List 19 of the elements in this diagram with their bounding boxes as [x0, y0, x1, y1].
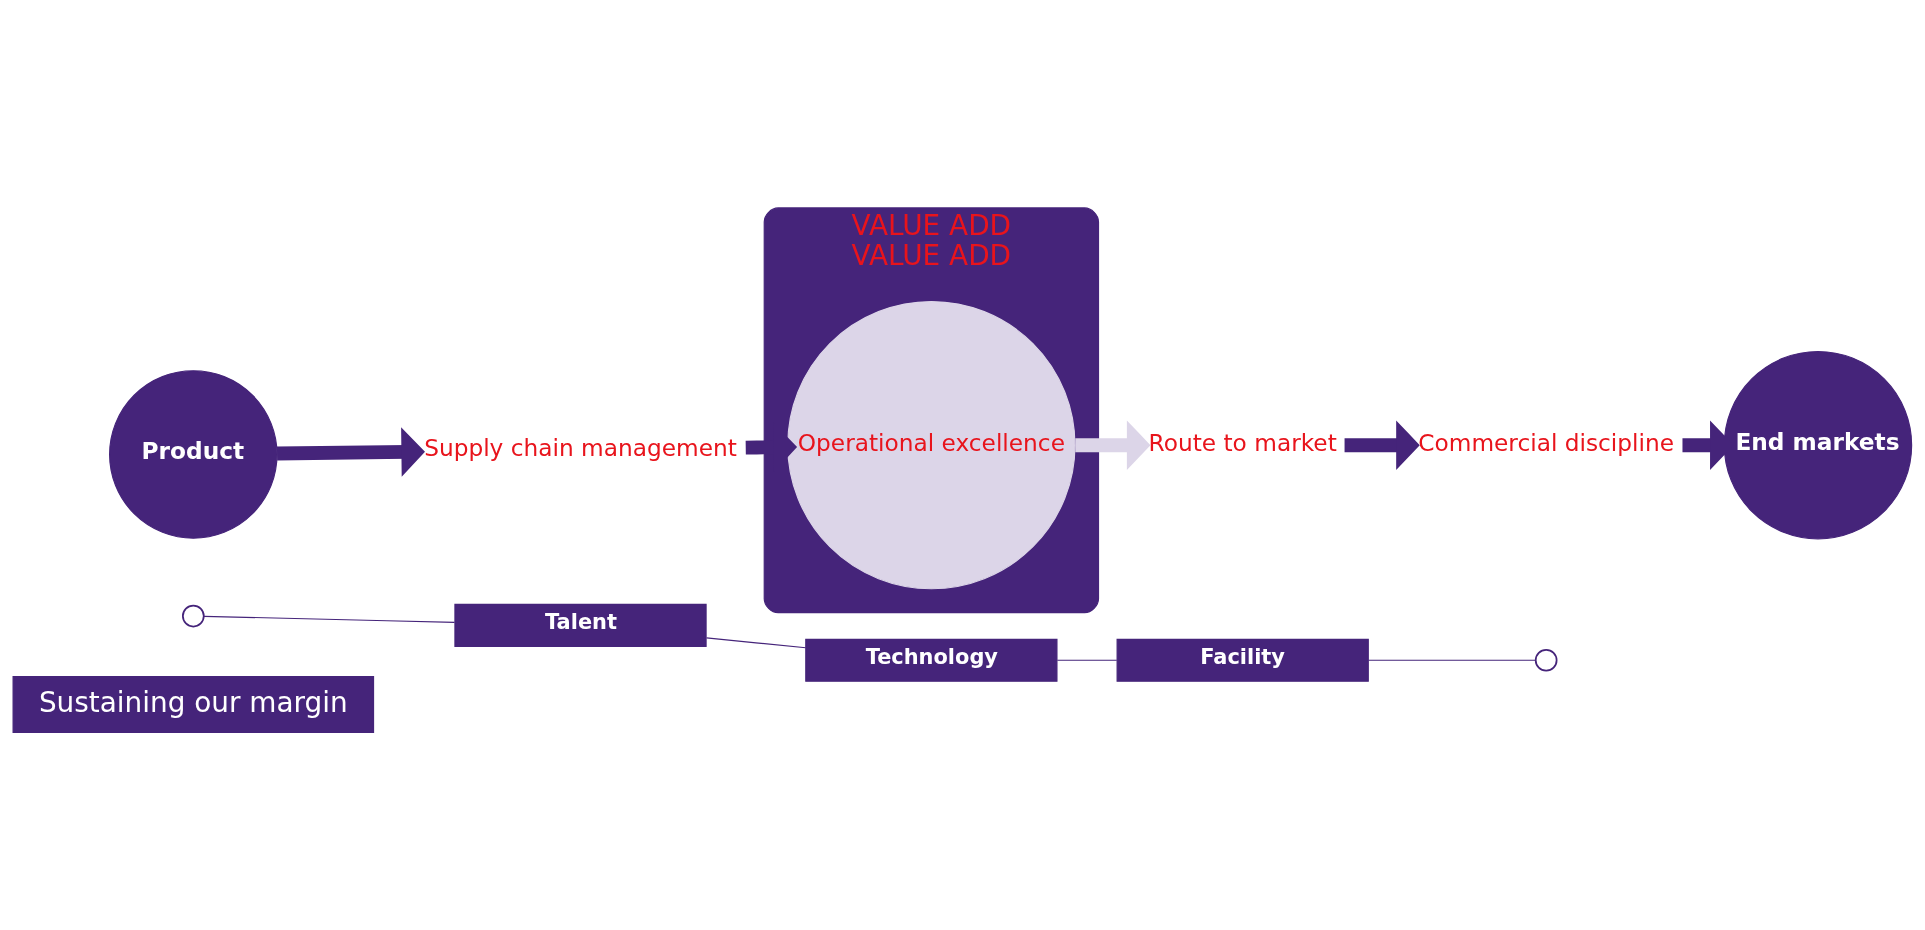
arrow — [276, 426, 425, 477]
node-circle — [1534, 648, 1558, 672]
arrow — [1344, 419, 1420, 470]
node-text: Supply chain management — [424, 433, 737, 461]
connector — [1056, 659, 1118, 661]
node-circle: Operational excellence — [787, 300, 1076, 589]
node-circle: End markets — [1723, 350, 1913, 539]
node-text: Route to market — [1148, 428, 1337, 456]
node-circle — [182, 604, 205, 627]
connector — [705, 636, 807, 648]
connector — [1367, 659, 1537, 661]
node-box: Facility — [1116, 638, 1369, 682]
node-box: Technology — [805, 638, 1058, 682]
node-box: Sustaining our margin — [12, 675, 375, 733]
node-box: Talent — [454, 603, 707, 647]
connector — [203, 615, 456, 623]
node-text: Commercial discipline — [1418, 428, 1675, 456]
arrow — [1075, 419, 1151, 470]
node-circle: Product — [109, 369, 278, 539]
